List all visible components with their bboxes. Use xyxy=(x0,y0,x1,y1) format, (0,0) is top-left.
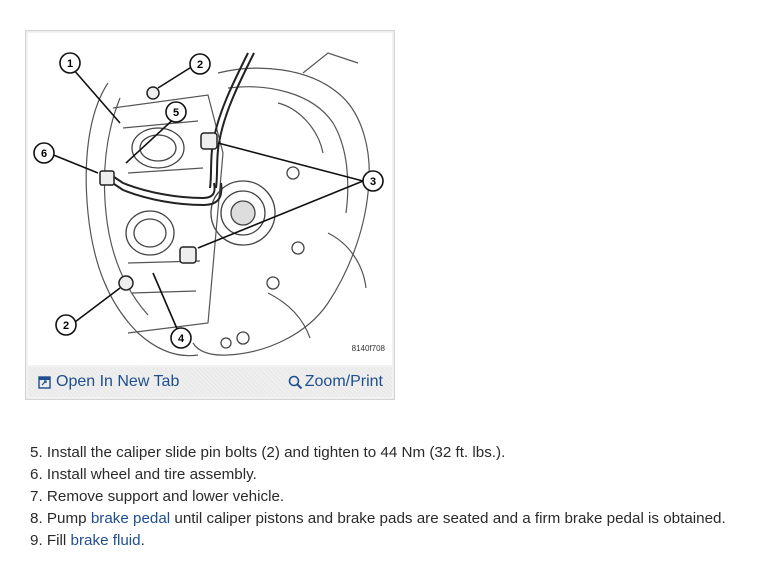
callout-4: 4 xyxy=(170,327,192,349)
svg-text:3: 3 xyxy=(370,176,376,188)
step-number: 6. xyxy=(30,466,43,483)
step-text: Install wheel and tire assembly. xyxy=(46,466,257,483)
svg-text:4: 4 xyxy=(178,333,185,345)
bolts xyxy=(99,86,218,291)
step-item: 8. Pump brake pedal until caliper piston… xyxy=(30,508,726,530)
svg-text:6: 6 xyxy=(41,148,47,160)
callout-2-bottom: 2 xyxy=(55,314,77,336)
step-text-before: Pump xyxy=(46,510,91,527)
figure-card: 1 2 5 6 3 xyxy=(25,30,395,400)
step-text-before: Fill xyxy=(46,532,71,549)
brake-hose xyxy=(107,52,255,207)
svg-text:1: 1 xyxy=(67,58,73,70)
callout-1: 1 xyxy=(59,52,81,74)
step-number: 5. xyxy=(30,444,43,461)
wheel-hub xyxy=(210,166,305,349)
step-item: 6. Install wheel and tire assembly. xyxy=(30,464,726,486)
step-text: Remove support and lower vehicle. xyxy=(46,488,285,505)
magnifier-icon xyxy=(288,375,303,390)
zoom-print-label: Zoom/Print xyxy=(304,373,383,390)
brake-caliper-diagram[interactable]: 1 2 5 6 3 xyxy=(28,33,392,365)
knuckle-artwork xyxy=(85,52,370,357)
step-item: 9. Fill brake fluid. xyxy=(30,530,726,552)
step-text: Install the caliper slide pin bolts (2) … xyxy=(46,444,506,461)
figure-footer: Open In New Tab Zoom/Print xyxy=(28,367,392,397)
leader-lines xyxy=(50,65,364,339)
procedure-steps: 5. Install the caliper slide pin bolts (… xyxy=(30,442,726,552)
svg-text:5: 5 xyxy=(173,107,179,119)
callout-2-top: 2 xyxy=(189,53,211,75)
step-number: 9. xyxy=(30,532,43,549)
open-in-new-tab-link[interactable]: Open In New Tab xyxy=(38,373,179,391)
brake-fluid-link[interactable]: brake fluid xyxy=(70,532,141,549)
svg-text:2: 2 xyxy=(197,59,203,71)
open-in-new-tab-label: Open In New Tab xyxy=(56,373,180,390)
step-item: 5. Install the caliper slide pin bolts (… xyxy=(30,442,726,464)
step-number: 7. xyxy=(30,488,43,505)
callout-5: 5 xyxy=(165,101,187,123)
external-tab-icon xyxy=(38,375,51,389)
callout-6: 6 xyxy=(33,142,55,164)
step-text-after: until caliper pistons and brake pads are… xyxy=(170,510,726,527)
brake-pedal-link[interactable]: brake pedal xyxy=(90,510,171,527)
step-number: 8. xyxy=(30,510,43,527)
figure-code: 8140f708 xyxy=(352,344,386,353)
step-text-after: . xyxy=(140,532,145,549)
svg-text:2: 2 xyxy=(63,320,69,332)
step-item: 7. Remove support and lower vehicle. xyxy=(30,486,726,508)
caliper-bores xyxy=(125,127,185,256)
zoom-print-link[interactable]: Zoom/Print xyxy=(288,373,383,391)
callout-3: 3 xyxy=(362,170,384,192)
